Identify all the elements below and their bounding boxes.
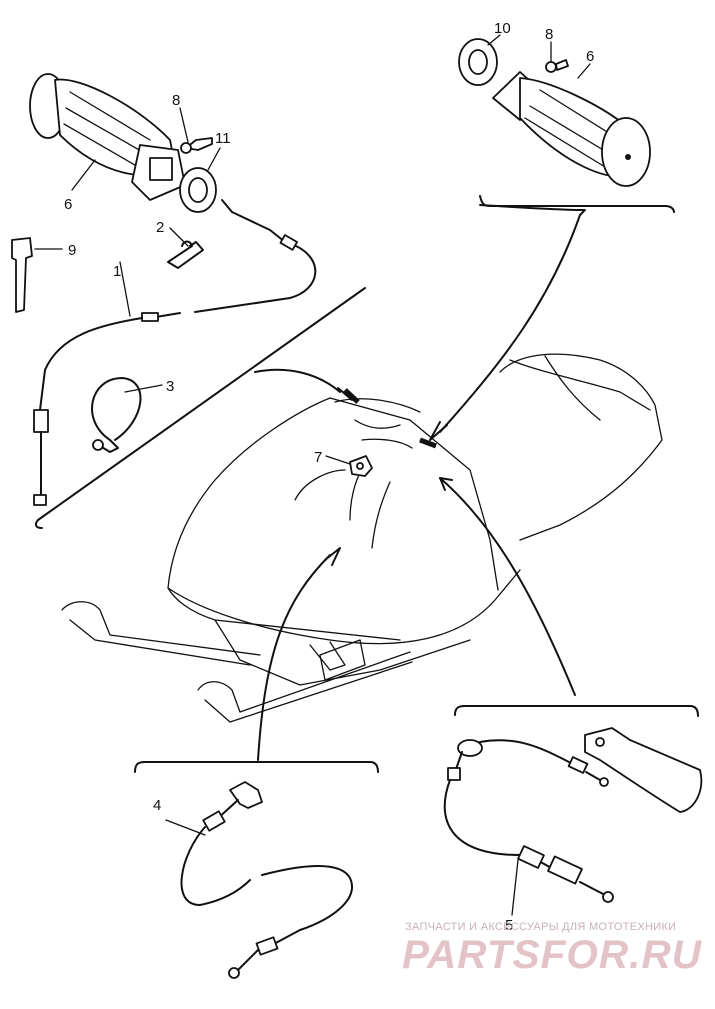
callout-8b: 8 bbox=[545, 26, 553, 43]
brake-lever bbox=[584, 727, 703, 813]
right-grip bbox=[492, 71, 651, 187]
callout-leaders bbox=[34, 34, 591, 916]
callout-1: 1 bbox=[113, 263, 121, 280]
screw-8-right bbox=[545, 59, 569, 73]
cable-guide-7 bbox=[349, 455, 373, 477]
watermark-logo: PARTSFOR.RU bbox=[402, 933, 702, 977]
clip-2 bbox=[167, 240, 204, 269]
group-frames bbox=[34, 195, 699, 773]
callout-10: 10 bbox=[494, 20, 511, 37]
watermark: ЗАПЧАСТИ И АКСЕССУАРЫ ДЛЯ МОТОТЕХНИКИ PA… bbox=[402, 921, 702, 977]
snowmobile-outline bbox=[61, 353, 663, 723]
leader-11 bbox=[207, 147, 221, 171]
leader-4 bbox=[165, 819, 206, 836]
collar-10 bbox=[458, 38, 498, 86]
leader-10 bbox=[487, 34, 501, 46]
screw-8-left bbox=[180, 137, 213, 154]
clamp-3 bbox=[91, 377, 142, 453]
leader-8a bbox=[179, 107, 189, 143]
callout-5: 5 bbox=[505, 917, 513, 934]
brake-cable-5 bbox=[443, 739, 614, 903]
leader-3 bbox=[124, 384, 163, 393]
callout-8a: 8 bbox=[172, 92, 180, 109]
callout-9: 9 bbox=[68, 242, 76, 259]
watermark-subtitle: ЗАПЧАСТИ И АКСЕССУАРЫ ДЛЯ МОТОТЕХНИКИ bbox=[405, 921, 676, 933]
left-grip bbox=[29, 73, 186, 201]
callout-4: 4 bbox=[153, 797, 161, 814]
collar-11 bbox=[179, 167, 217, 213]
leader-6b bbox=[577, 63, 591, 79]
leader-6a bbox=[71, 159, 96, 191]
leader-5 bbox=[511, 859, 519, 916]
callout-6a: 6 bbox=[64, 196, 72, 213]
cable-tie-9 bbox=[11, 237, 33, 313]
leader-arrows bbox=[254, 204, 586, 761]
callout-3: 3 bbox=[166, 378, 174, 395]
choke-cable-4 bbox=[180, 781, 353, 979]
callout-numbers: 1 2 3 4 5 6 6 7 8 8 9 10 11 bbox=[64, 20, 594, 934]
leader-7 bbox=[325, 455, 351, 465]
throttle-cable-1 bbox=[33, 199, 317, 506]
callout-2: 2 bbox=[156, 219, 164, 236]
callout-11: 11 bbox=[215, 130, 231, 147]
leader-1 bbox=[119, 261, 131, 317]
callout-7: 7 bbox=[314, 449, 322, 466]
callout-6b: 6 bbox=[586, 48, 594, 65]
leader-2 bbox=[169, 227, 189, 247]
